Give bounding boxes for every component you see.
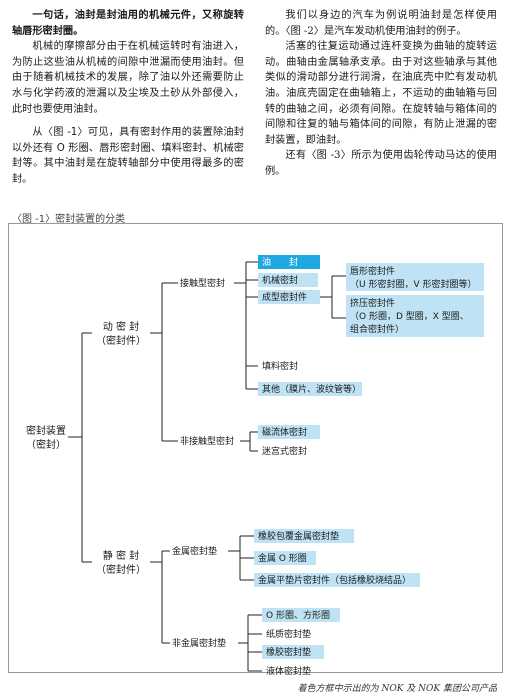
root-sublabel: （密封）	[26, 438, 66, 451]
rubber-coated-box	[254, 529, 354, 543]
labyrinth-label: 迷宫式密封	[262, 445, 307, 457]
static-seal-label: 静 密 封	[103, 549, 139, 562]
figure-caption: 〈图 -1〉密封装置的分类	[12, 214, 126, 225]
mechanical-seal-label: 机械密封	[262, 274, 298, 286]
squeeze-seal-box	[346, 295, 484, 337]
dynamic-seal-label: 动 密 封	[103, 320, 139, 333]
o-ring-square-label: O 形圈、方形圈	[266, 609, 330, 621]
root-label: 密封装置	[26, 424, 66, 437]
rubber-coated-label: 橡胶包覆金属密封垫	[258, 530, 339, 542]
molded-seal-box	[258, 290, 320, 304]
static-seal-sublabel: （密封件）	[96, 563, 146, 576]
oil-seal-label: 油 封	[262, 256, 298, 268]
text-column-left: 一句话，油封是封油用的机械元件，又称旋转轴唇形密封圈。 机械的摩擦部分由于在机械…	[12, 8, 244, 188]
magnetic-fluid-label: 磁流体密封	[262, 426, 307, 438]
lip-seal-label: 唇形密封件	[350, 265, 395, 277]
paragraph: 一句话，油封是封油用的机械元件，又称旋转轴唇形密封圈。	[12, 10, 244, 37]
dynamic-seal-sublabel: （密封件）	[96, 334, 146, 347]
lip-seal-detail: （U 形密封圈，V 形密封圈等）	[350, 278, 476, 290]
molded-seal-label: 成型密封件	[262, 291, 307, 303]
paragraph: 机械的摩擦部分由于在机械运转时有油进入，为防止这些油从机械的间隙中泄漏而使用油封…	[12, 41, 244, 115]
metal-o-ring-box	[254, 551, 316, 565]
liquid-gasket-label: 液体密封垫	[266, 665, 311, 677]
others-label: 其他（膜片、波纹管等）	[262, 383, 361, 395]
oil-seal-box	[258, 255, 320, 269]
squeeze-seal-detail-2: 组合密封件）	[350, 323, 404, 335]
paragraph: 还有〈图 -3〉所示为使用齿轮传动马达的使用例。	[265, 150, 497, 177]
footnote: 着色方框中示出的为 NOK 及 NOK 集团公司产品	[297, 684, 497, 694]
o-ring-square-box	[262, 608, 340, 622]
packing-seal-label: 填料密封	[262, 360, 298, 372]
noncontact-seal-label: 非接触型密封	[180, 435, 234, 447]
magnetic-fluid-box	[258, 425, 320, 439]
contact-seal-label: 接触型密封	[180, 277, 225, 289]
text-column-right: 我们以身边的汽车为例说明油封是怎样使用的。〈图 -2〉是汽车发动机使用油封的例子…	[265, 8, 497, 180]
nonmetal-gasket-label: 非金属密封垫	[172, 637, 226, 649]
connector-lines	[68, 261, 346, 672]
metal-o-ring-label: 金属 O 形圈	[258, 552, 307, 564]
metal-flat-label: 金属平垫片密封件（包括橡胶烧结品）	[258, 574, 411, 586]
metal-flat-box	[254, 573, 420, 587]
mechanical-seal-box	[258, 273, 318, 287]
squeeze-seal-detail: （O 形圈，D 型圈，X 型圈、	[350, 310, 469, 322]
rubber-gasket-label: 橡胶密封垫	[266, 646, 311, 658]
paragraph: 我们以身边的汽车为例说明油封是怎样使用的。〈图 -2〉是汽车发动机使用油封的例子…	[265, 10, 497, 37]
figure-frame	[8, 223, 503, 673]
others-box	[258, 382, 362, 396]
squeeze-seal-label: 挤压密封件	[350, 297, 395, 309]
paragraph: 从〈图 -1〉可见，具有密封作用的装置除油封以外还有 O 形圈、唇形密封圈、填料…	[12, 127, 244, 185]
metal-gasket-label: 金属密封垫	[172, 545, 217, 557]
paper-gasket-label: 纸质密封垫	[266, 628, 311, 640]
lip-seal-box	[346, 263, 484, 291]
paragraph: 活塞的往复运动通过连杆变换为曲轴的旋转运动。曲轴由金属轴承支承。由于对这些轴承与…	[265, 41, 497, 146]
rubber-gasket-box	[262, 645, 324, 659]
